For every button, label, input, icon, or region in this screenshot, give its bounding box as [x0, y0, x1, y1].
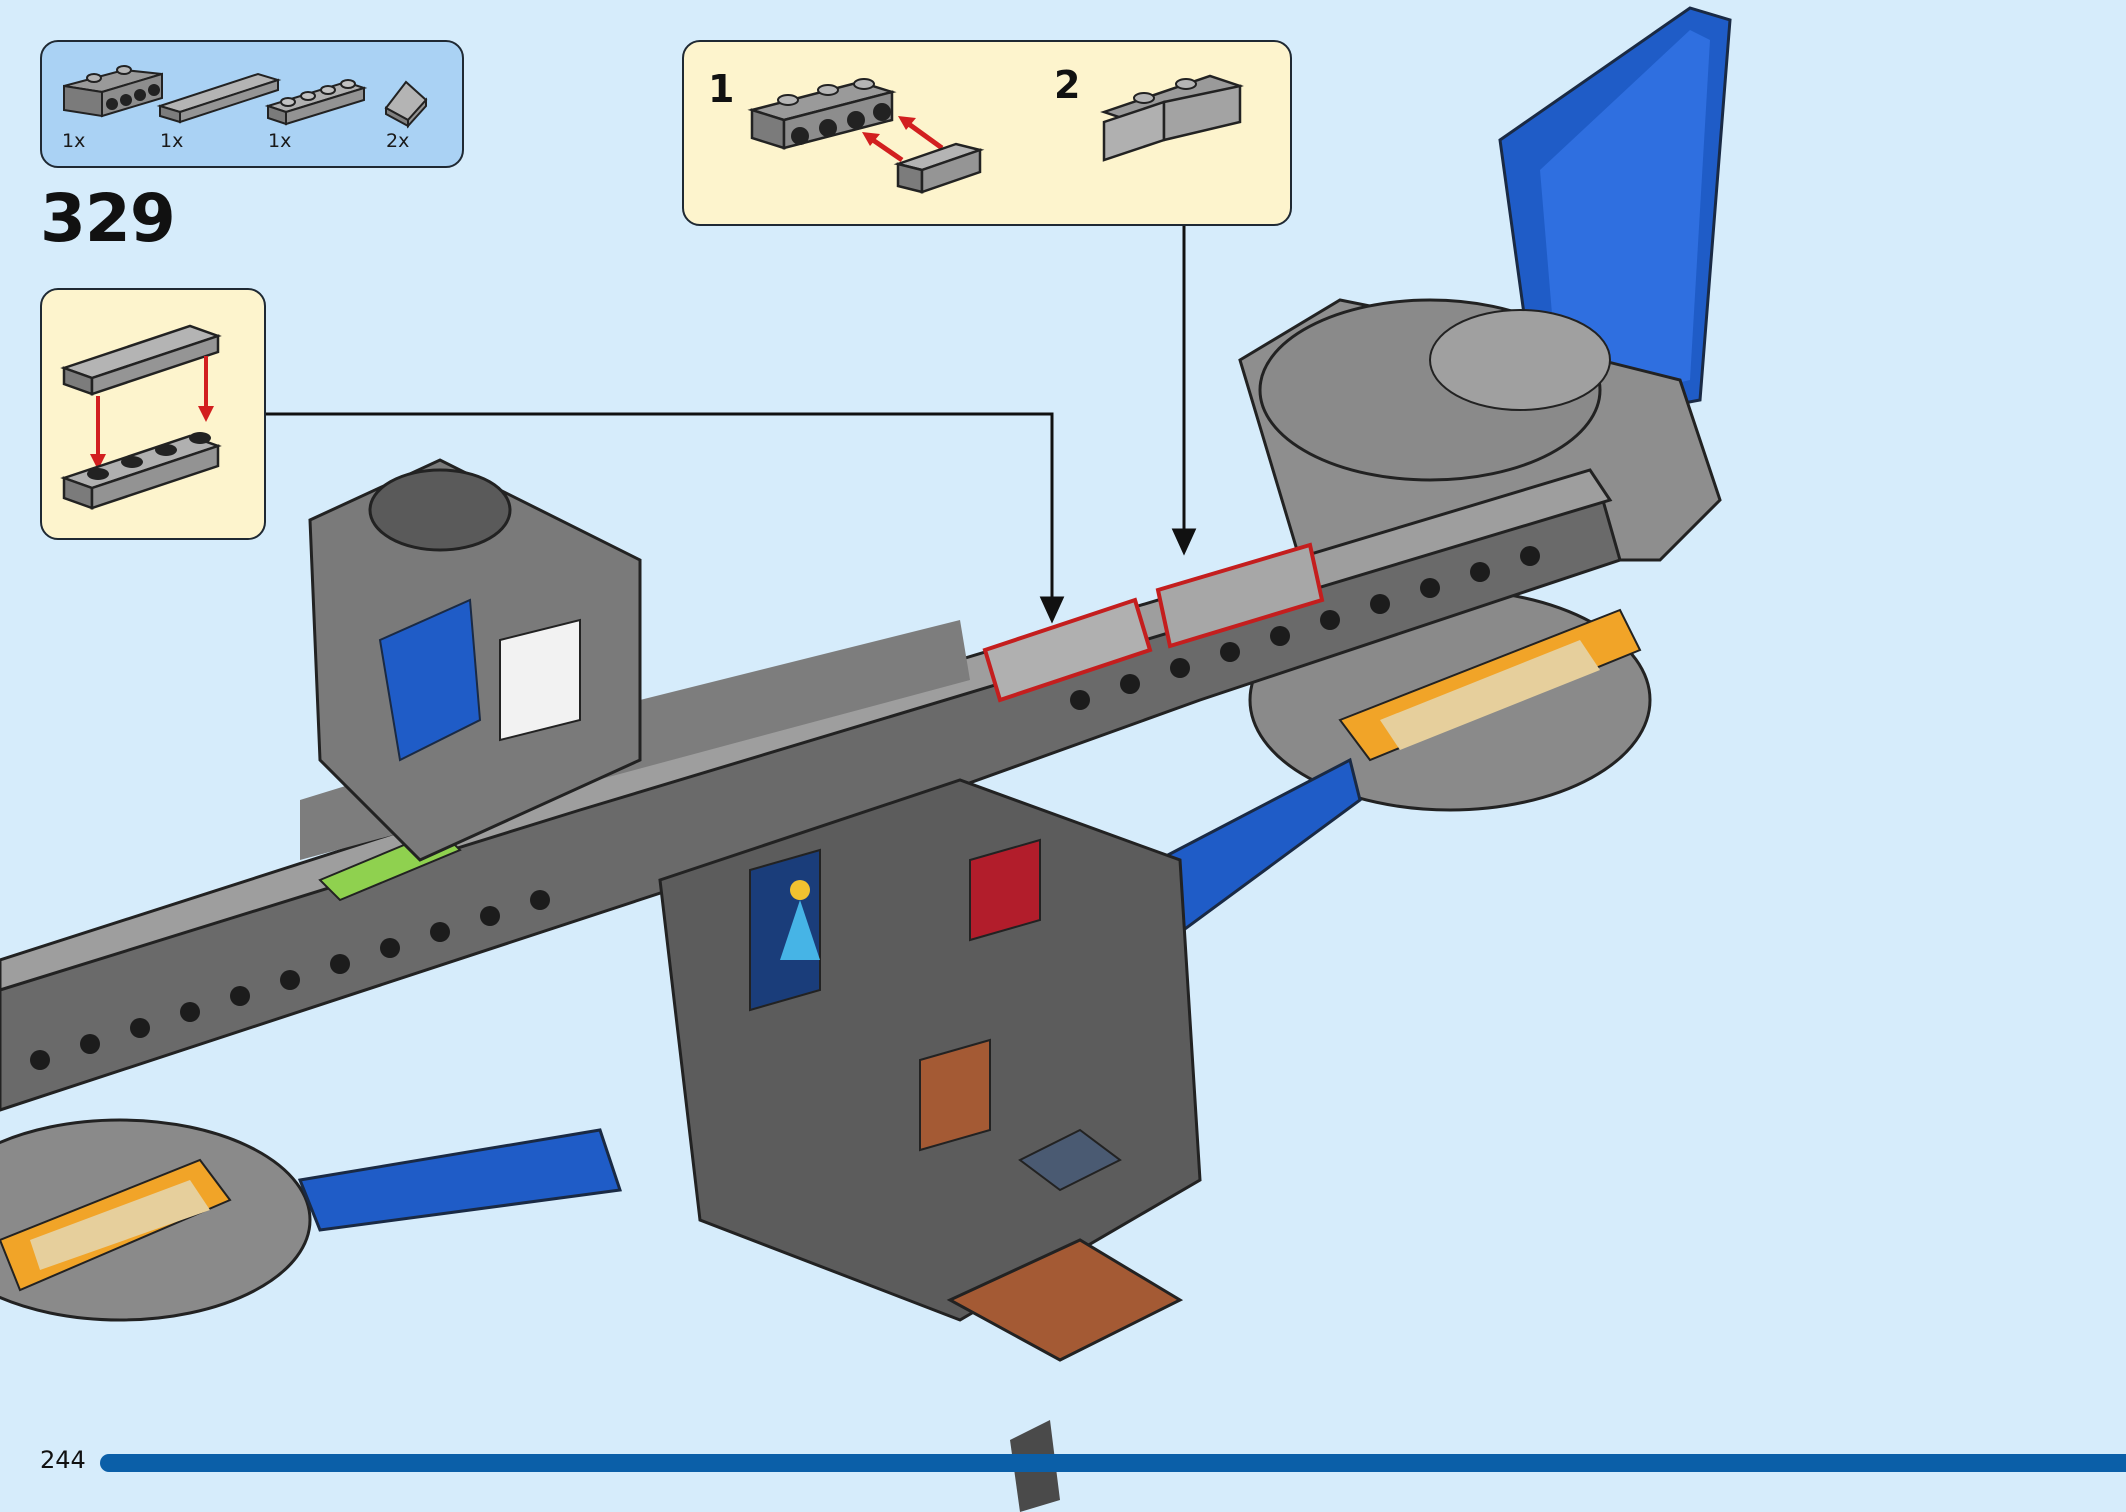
fuselage-studs: [30, 546, 1540, 1070]
part-long-tile: [156, 72, 282, 124]
part-plate-1x4: [264, 79, 368, 126]
sub-step-1-arrow-a: [868, 135, 904, 163]
part-quantity-2: 1x: [160, 130, 184, 152]
sub-step-1-label: 1: [708, 67, 735, 111]
sub-assembly-illustration: [60, 324, 222, 510]
page-progress-bar: [100, 1454, 2126, 1472]
rear-section: [308, 458, 642, 862]
part-slope-tile: [384, 80, 428, 129]
part-quantity-3: 1x: [268, 130, 292, 152]
callout-connectors: [266, 226, 1197, 624]
sub-assembly-callout: [40, 288, 266, 540]
sub-step-1-arrow-b: [904, 119, 944, 151]
page-number: 244: [40, 1446, 86, 1474]
right-wing: [1238, 6, 1732, 562]
parts-illustration: [63, 65, 428, 129]
part-plate-with-side-studs: [63, 65, 163, 118]
parts-list-panel: 1x 1x 1x 2x: [40, 40, 464, 168]
left-engine-pod: [0, 1118, 622, 1322]
detail-illustration: [747, 74, 1244, 194]
part-quantity-4: 2x: [386, 130, 410, 152]
sub-step-1-slope: [893, 142, 985, 194]
sub-step-1-plate: [747, 78, 897, 150]
sub-step-2-assembly: [1100, 74, 1244, 162]
highlighted-new-parts: [982, 542, 1325, 703]
central-hold: [658, 778, 1202, 1512]
detail-callout: 1 2: [682, 40, 1292, 226]
step-number: 329: [40, 180, 176, 257]
part-quantity-1: 1x: [62, 130, 86, 152]
sub-step-2-label: 2: [1054, 63, 1081, 107]
